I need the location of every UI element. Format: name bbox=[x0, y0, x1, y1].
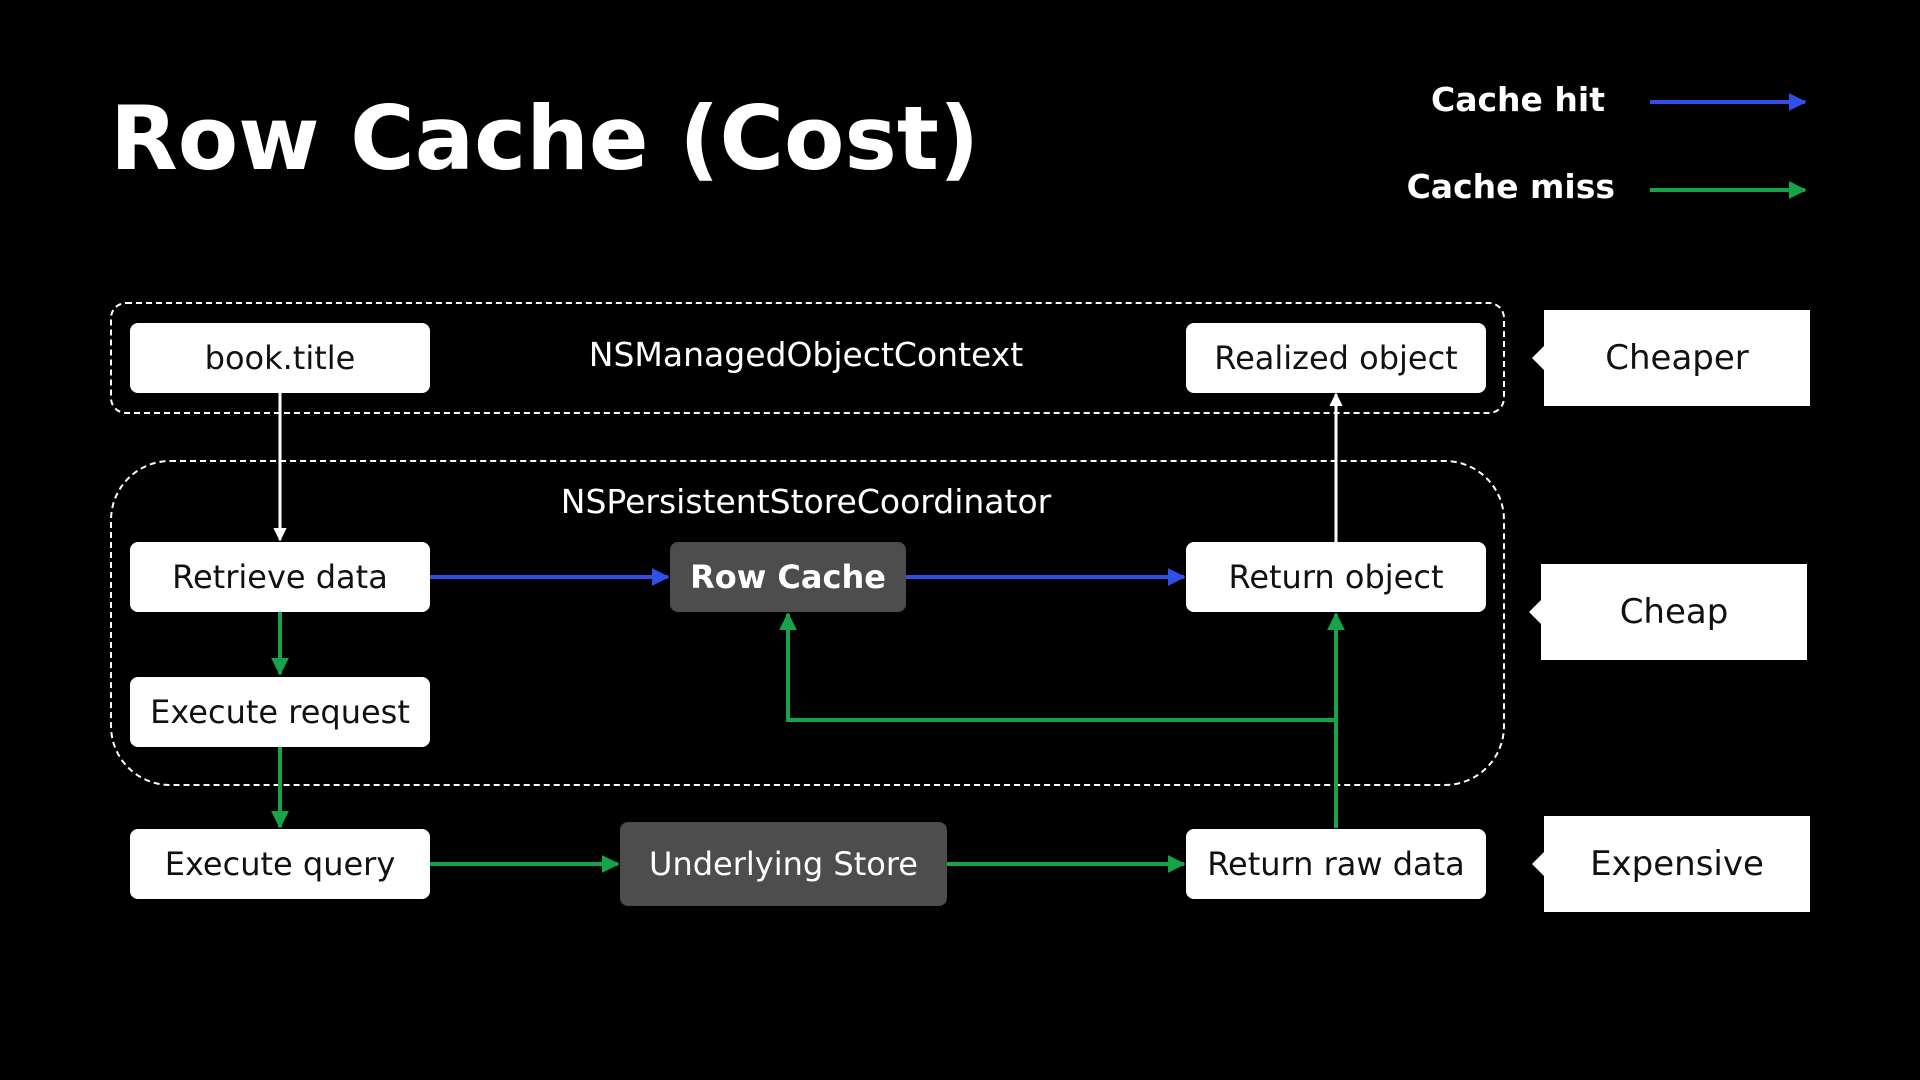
node-execute-query: Execute query bbox=[130, 829, 430, 899]
cost-label-cheaper: Cheaper bbox=[1532, 310, 1810, 406]
coordinator-region bbox=[110, 460, 1505, 786]
arrow-raw-data-to-row-cache bbox=[779, 612, 1336, 722]
coordinator-region-label: NSPersistentStoreCoordinator bbox=[560, 482, 1052, 521]
node-row-cache: Row Cache bbox=[670, 542, 906, 612]
node-execute-request: Execute request bbox=[130, 677, 430, 747]
cost-label-cheap: Cheap bbox=[1529, 564, 1807, 660]
node-return-object: Return object bbox=[1186, 542, 1486, 612]
node-book-title: book.title bbox=[130, 323, 430, 393]
context-region-label: NSManagedObjectContext bbox=[588, 335, 1024, 374]
node-retrieve-data: Retrieve data bbox=[130, 542, 430, 612]
node-realized-object: Realized object bbox=[1186, 323, 1486, 393]
node-return-raw-data: Return raw data bbox=[1186, 829, 1486, 899]
context-region bbox=[110, 302, 1505, 414]
legend-cache-hit-label: Cache hit bbox=[1431, 80, 1605, 119]
cost-label-expensive: Expensive bbox=[1532, 816, 1810, 912]
legend-cache-miss-label: Cache miss bbox=[1406, 167, 1615, 206]
node-underlying-store: Underlying Store bbox=[620, 822, 947, 906]
slide-title: Row Cache (Cost) bbox=[110, 87, 980, 190]
